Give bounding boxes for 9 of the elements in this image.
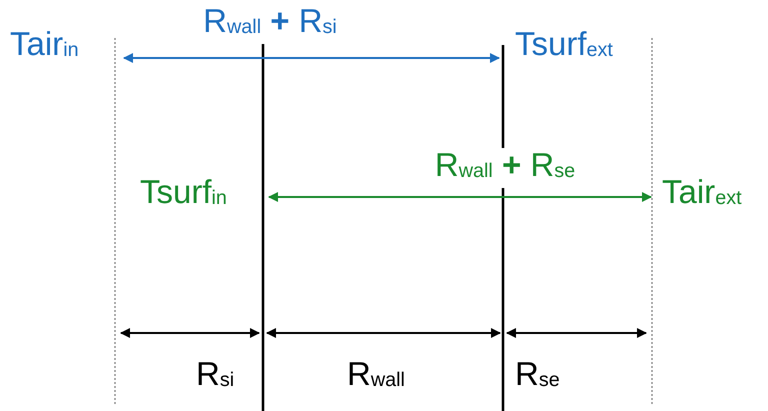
arrow: [268, 192, 652, 202]
temperature-label: Tsurf$_{ext}$: [499, 26, 649, 68]
temperature-label: Tair$_{in}$: [10, 26, 124, 68]
temperature-label: Tair$_{ext}$: [651, 174, 766, 216]
arrow: [123, 53, 500, 63]
resistance-label: R$_{wall}$: [347, 356, 405, 394]
temperature-label: Tsurf$_{in}$: [140, 174, 269, 216]
resistance-label: R$_{si}$: [196, 356, 234, 394]
resistance-label: R$_{se}$: [515, 356, 560, 394]
